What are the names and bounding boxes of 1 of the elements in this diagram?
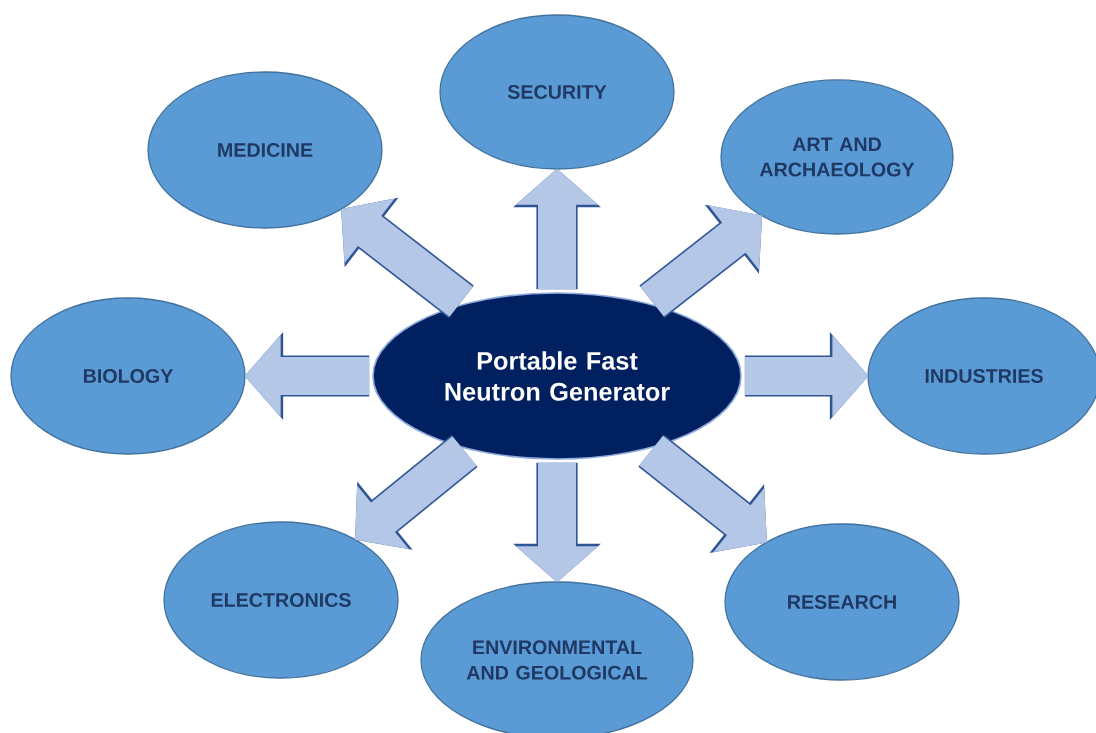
block-arrow (355, 435, 478, 550)
